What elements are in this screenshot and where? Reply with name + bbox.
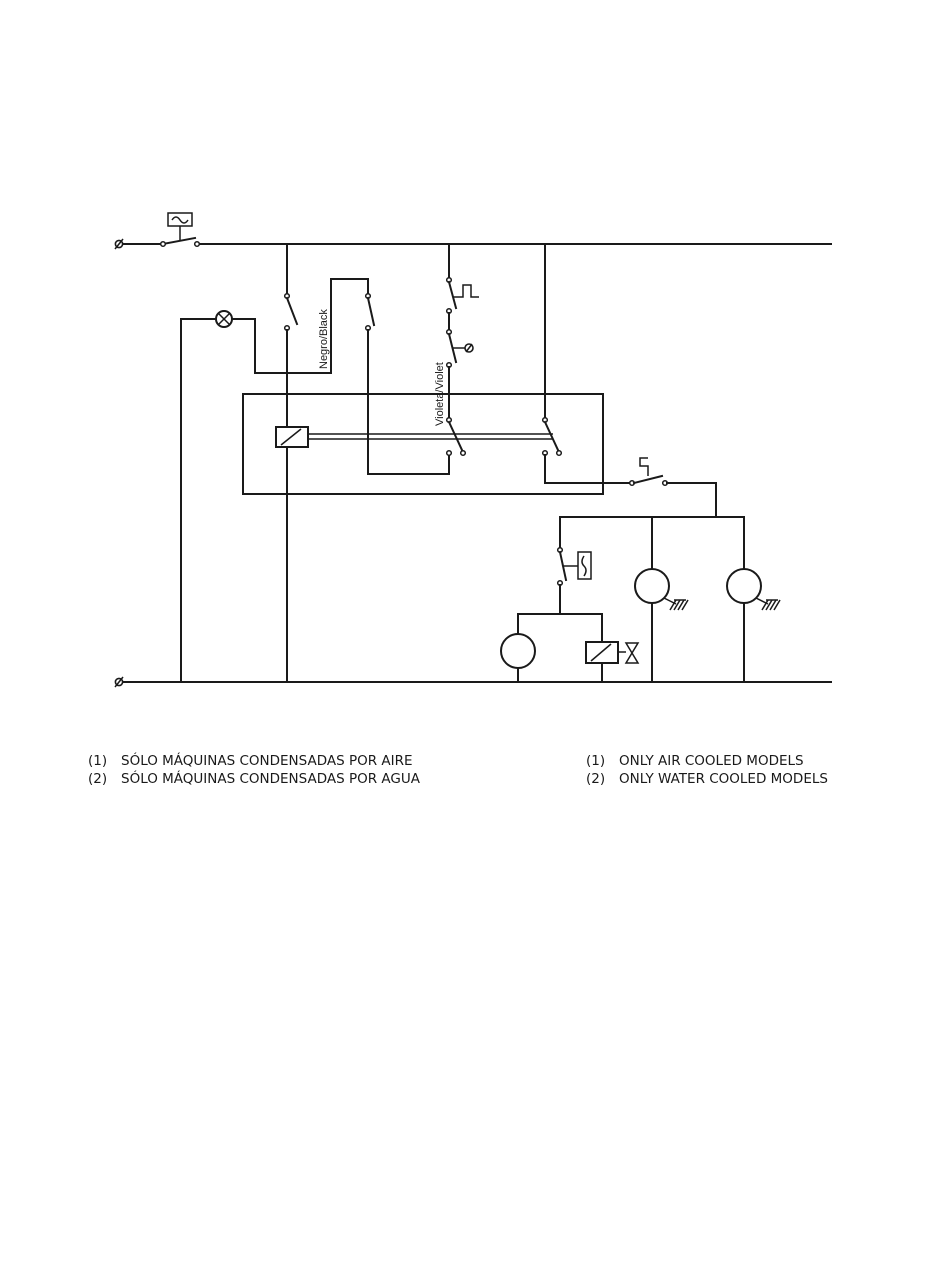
note-number: (2) <box>586 770 619 788</box>
main-switch-icon <box>161 213 200 246</box>
note-text: ONLY WATER COOLED MODELS <box>619 770 828 788</box>
fan-motor-1-icon <box>635 517 688 682</box>
water-valve-icon <box>586 614 638 682</box>
bin-switch-icon <box>447 244 479 330</box>
note-number: (1) <box>586 752 619 770</box>
pressure-switch-icon <box>545 458 716 517</box>
supply-terminal-bottom-icon <box>115 677 123 687</box>
thermostat-icon <box>447 330 473 418</box>
supply-terminal-top-icon <box>115 239 123 249</box>
violet-wire-label: Violeta/Violet <box>434 362 446 426</box>
note-text: SÓLO MÁQUINAS CONDENSADAS POR AIRE <box>121 752 413 770</box>
fan-motor-2-icon <box>727 517 780 682</box>
note-number: (2) <box>88 770 121 788</box>
compressor-motor-icon <box>501 614 535 682</box>
note-row: (2) SÓLO MÁQUINAS CONDENSADAS POR AGUA <box>88 770 420 788</box>
note-row: (2) ONLY WATER COOLED MODELS <box>586 770 828 788</box>
note-number: (1) <box>88 752 121 770</box>
selector-switch-icon <box>285 244 297 427</box>
control-board <box>243 394 603 682</box>
note-row: (1) SÓLO MÁQUINAS CONDENSADAS POR AIRE <box>88 752 420 770</box>
note-text: ONLY AIR COOLED MODELS <box>619 752 804 770</box>
black-wire-label: Negro/Black <box>318 309 330 369</box>
note-row: (1) ONLY AIR COOLED MODELS <box>586 752 828 770</box>
notes-english: (1) ONLY AIR COOLED MODELS (2) ONLY WATE… <box>586 752 828 788</box>
notes-spanish: (1) SÓLO MÁQUINAS CONDENSADAS POR AIRE (… <box>88 752 420 788</box>
thermal-switch-icon <box>518 548 602 614</box>
note-text: SÓLO MÁQUINAS CONDENSADAS POR AGUA <box>121 770 420 788</box>
pilot-lamp-icon <box>181 279 368 682</box>
